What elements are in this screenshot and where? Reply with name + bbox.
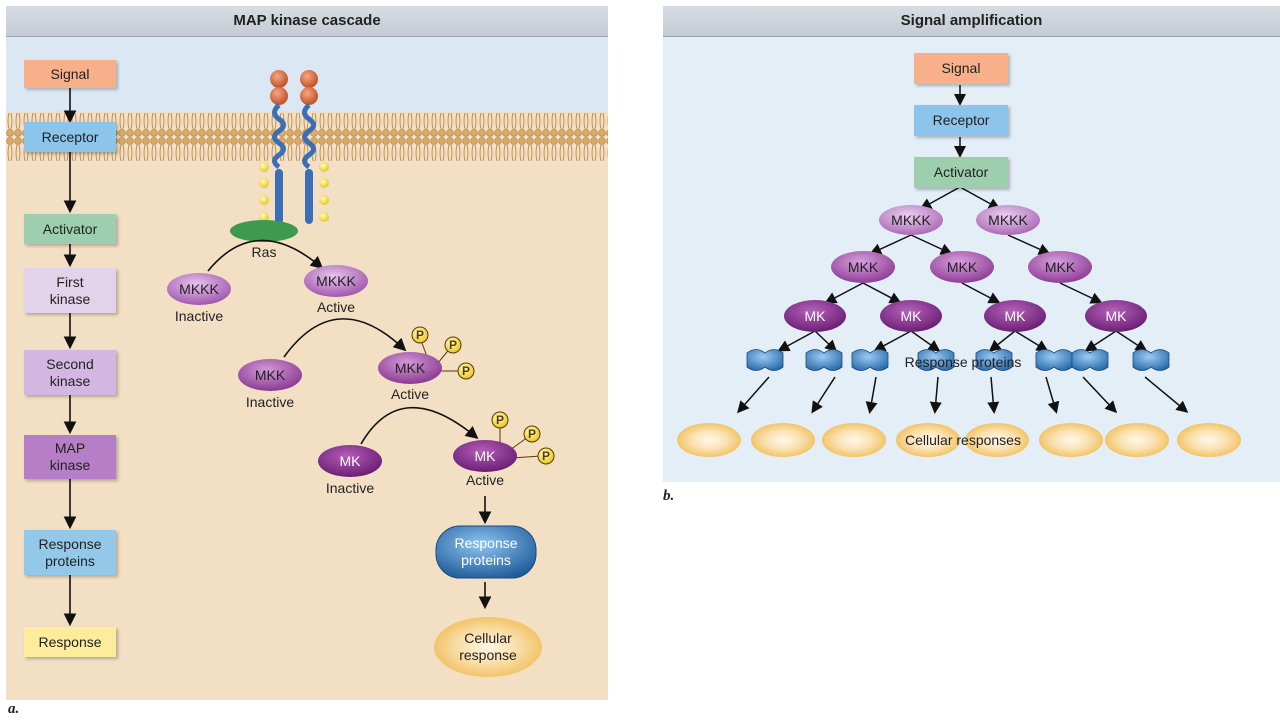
flow-box-second-kinase: Second kinase (24, 350, 116, 395)
b-mkk-3 (1028, 251, 1092, 283)
b-mk-2-label: MK (901, 308, 923, 324)
cellular-response-glows (677, 423, 1241, 457)
flow-box-response-proteins: Response proteins (24, 530, 116, 575)
b-mkk-2 (930, 251, 994, 283)
panel-b-svg: MKKK MKKK MKK MKK MKK MK MK MK MK (677, 85, 1241, 457)
mkk-phosphates (411, 326, 475, 380)
ras-label: Ras (252, 244, 277, 260)
cellular-response-line1: Cellular (464, 630, 512, 646)
mk-inactive (318, 445, 382, 477)
flow-box-map-kinase: MAP kinase (24, 435, 116, 479)
flow-box-signal: Signal (24, 60, 116, 88)
response-proteins-label: Response proteins (905, 354, 1022, 370)
mk-active-label: MK (475, 448, 497, 464)
mkk-active (378, 352, 442, 384)
b-mkkk-2 (976, 205, 1040, 235)
ras-protein (230, 220, 298, 242)
panel-a-svg: Ras MKKK Inactive MKKK Active MKK Inacti… (6, 37, 608, 677)
activation-arcs (207, 239, 492, 610)
mk-inactive-state: Inactive (326, 480, 374, 496)
b-mkkk-1 (879, 205, 943, 235)
flow-box-response: Response (24, 627, 116, 657)
panel-a: MAP kinase cascade (6, 6, 608, 700)
b-signal-box: Signal (914, 53, 1008, 84)
phosphate-2: P (449, 338, 457, 352)
b-mk-3-label: MK (1005, 308, 1027, 324)
cellular-responses-label: Cellular responses (905, 432, 1021, 448)
b-mk-4-label: MK (1106, 308, 1128, 324)
response-proteins-line2: proteins (461, 552, 511, 568)
mkkk-inactive-label: MKKK (179, 281, 219, 297)
panel-b-label: b. (663, 488, 675, 504)
mkk-inactive (238, 359, 302, 391)
mkkk-inactive-state: Inactive (175, 308, 223, 324)
mkk-inactive-state: Inactive (246, 394, 294, 410)
phosphate-3: P (462, 364, 470, 378)
panel-b-title: Signal amplification (663, 6, 1280, 37)
b-mk-1 (784, 300, 846, 332)
b-mk-1-label: MK (805, 308, 827, 324)
panel-a-label: a. (8, 701, 20, 717)
mkk-inactive-label: MKK (255, 367, 286, 383)
b-mk-4 (1085, 300, 1147, 332)
b-mkkk-2-label: MKKK (988, 212, 1028, 228)
amplification-connectors (737, 85, 1189, 414)
b-activator-box: Activator (914, 157, 1008, 188)
phosphate-1: P (416, 328, 424, 342)
b-mkk-2-label: MKK (947, 259, 978, 275)
mkkk-active-state: Active (317, 299, 355, 315)
mk-inactive-label: MK (340, 453, 362, 469)
mkk-active-label: MKK (395, 360, 426, 376)
response-protein-icons (746, 349, 1170, 371)
b-mk-3 (984, 300, 1046, 332)
cellular-response-glow (434, 617, 542, 677)
flow-box-receptor: Receptor (24, 122, 116, 152)
b-mkk-1-label: MKK (848, 259, 879, 275)
b-mkk-3-label: MKK (1045, 259, 1076, 275)
mkkk-inactive (167, 273, 231, 305)
panel-b-figure: MKKK MKKK MKK MKK MKK MK MK MK MK (663, 37, 1280, 482)
mk-active (453, 440, 517, 472)
mk-active-state: Active (466, 472, 504, 488)
mk-phosphates (491, 411, 555, 465)
b-mkkk-1-label: MKKK (891, 212, 931, 228)
response-proteins-line1: Response (454, 535, 517, 551)
panel-b: Signal amplification (663, 6, 1280, 482)
flow-box-first-kinase: First kinase (24, 268, 116, 313)
b-receptor-box: Receptor (914, 105, 1008, 136)
response-proteins-shape (435, 525, 537, 579)
phosphate-4: P (496, 413, 504, 427)
receptor-dimer (259, 70, 329, 224)
panel-a-figure: Ras MKKK Inactive MKKK Active MKK Inacti… (6, 37, 608, 700)
flow-box-activator: Activator (24, 214, 116, 244)
b-mkk-1 (831, 251, 895, 283)
b-mk-2 (880, 300, 942, 332)
phosphate-5: P (528, 427, 536, 441)
mkk-active-state: Active (391, 386, 429, 402)
cellular-response-line2: response (459, 647, 517, 663)
mkkk-active (304, 265, 368, 297)
phosphate-6: P (542, 449, 550, 463)
mkkk-active-label: MKKK (316, 273, 356, 289)
panel-a-title: MAP kinase cascade (6, 6, 608, 37)
